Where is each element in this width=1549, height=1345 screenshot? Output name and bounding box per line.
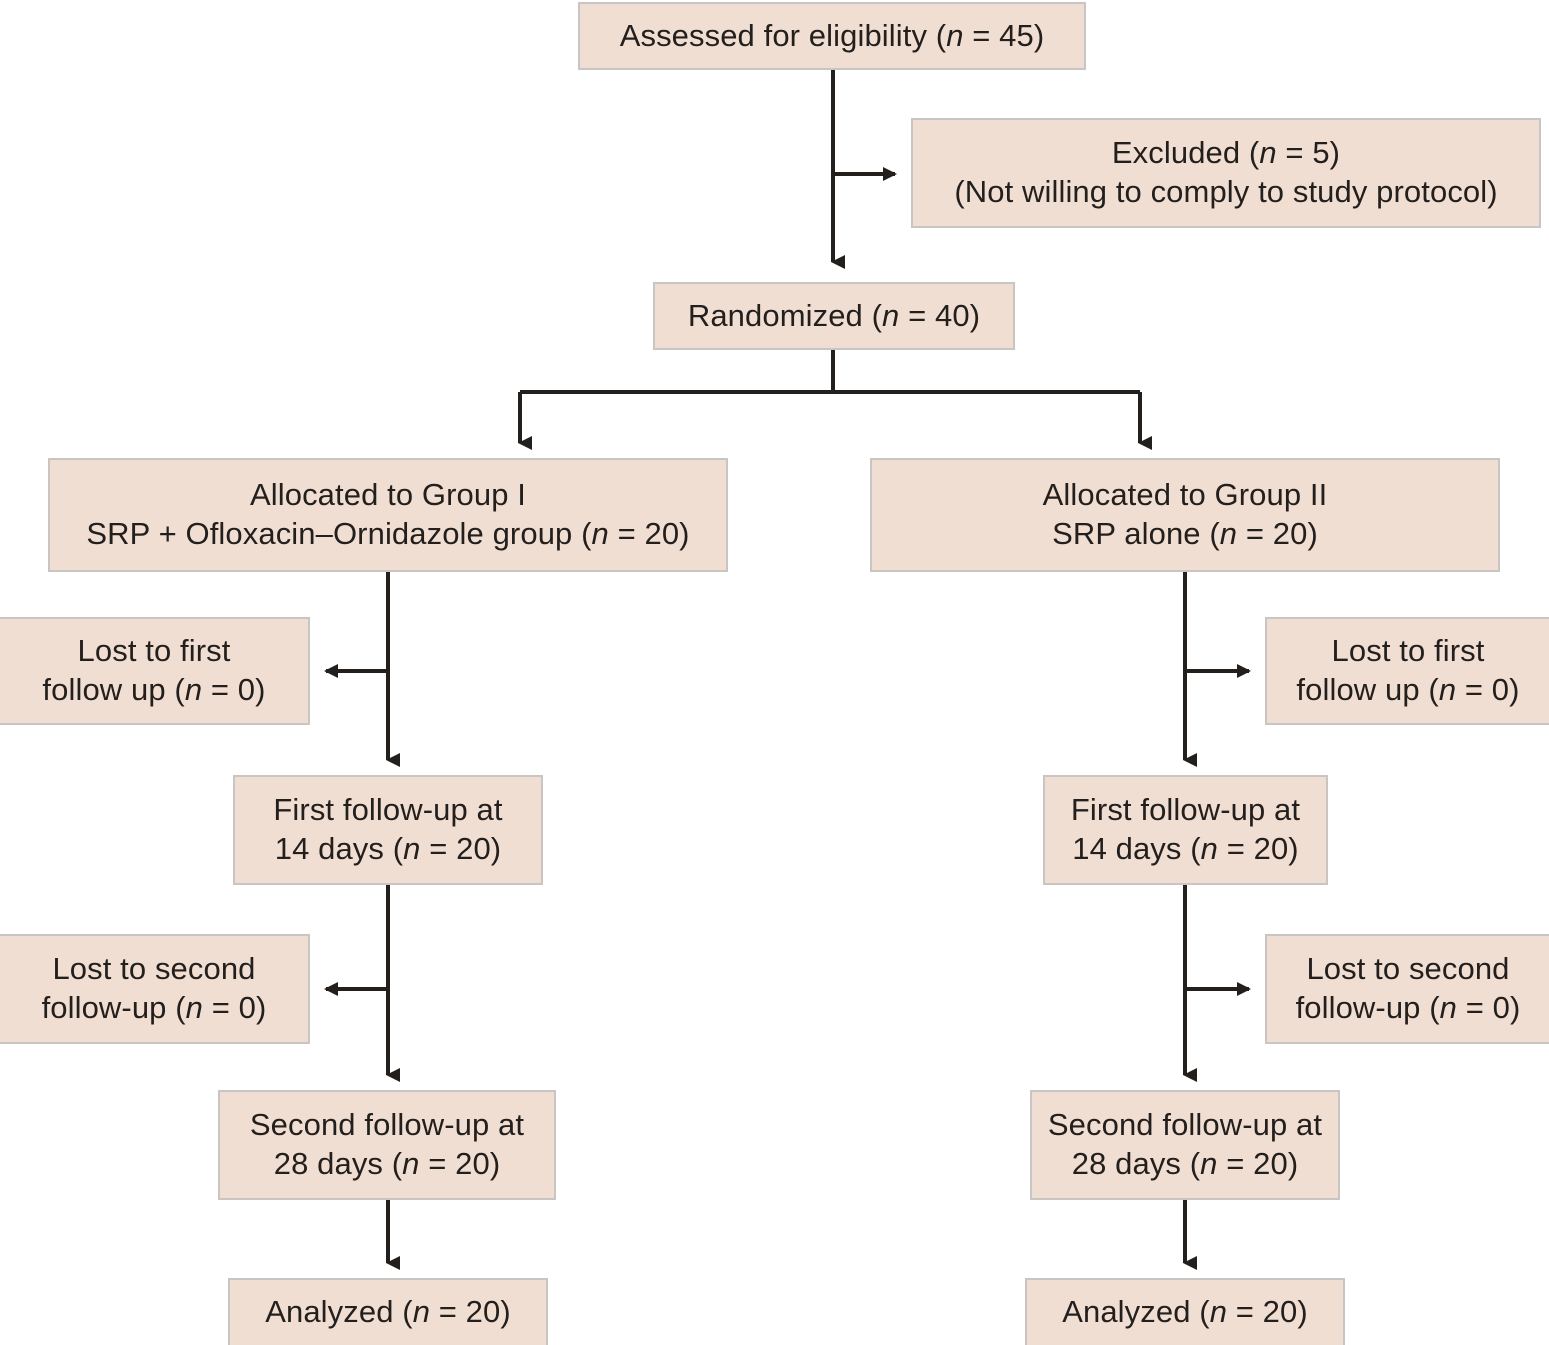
excluded-text: Excluded (n = 5)(Not willing to comply t…	[954, 135, 1498, 209]
analyzed-group-i-text: Analyzed (n = 20)	[265, 1294, 511, 1330]
excluded-box[interactable]: Excluded (n = 5)(Not willing to comply t…	[911, 118, 1541, 228]
analyzed-group-ii-text: Analyzed (n = 20)	[1062, 1294, 1308, 1330]
assessed-for-eligibility-text: Assessed for eligibility (n = 45)	[619, 17, 1045, 53]
analyzed-group-i-box[interactable]: Analyzed (n = 20)	[228, 1278, 548, 1345]
randomized-box[interactable]: Randomized (n = 40)	[653, 282, 1015, 350]
analyzed-group-ii-box[interactable]: Analyzed (n = 20)	[1025, 1278, 1345, 1345]
edge-randomized-split	[520, 350, 1140, 394]
assessed-for-eligibility-box[interactable]: Assessed for eligibility (n = 45)	[578, 2, 1086, 70]
randomized-text: Randomized (n = 40)	[687, 297, 981, 333]
